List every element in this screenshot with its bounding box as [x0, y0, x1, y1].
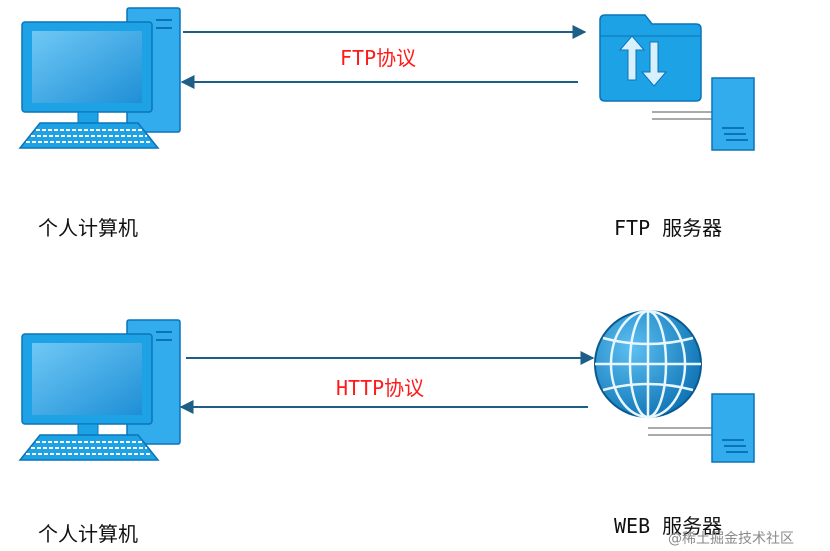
watermark: @稀土掘金技术社区 — [668, 531, 794, 547]
protocol-label-http: HTTP协议 — [336, 376, 425, 400]
ftp-server-icon — [599, 14, 755, 151]
client-computer-icon — [18, 319, 181, 461]
client-computer-icon — [18, 7, 181, 149]
client-label: 个人计算机 — [38, 216, 138, 240]
globe-icon — [594, 309, 702, 419]
web-server-label: WEB 服务器 — [614, 514, 723, 538]
ftp-server-label: FTP 服务器 — [614, 216, 723, 240]
client-label: 个人计算机 — [38, 522, 138, 546]
web-server-icon — [594, 309, 755, 463]
protocol-label-ftp: FTP协议 — [340, 46, 417, 70]
